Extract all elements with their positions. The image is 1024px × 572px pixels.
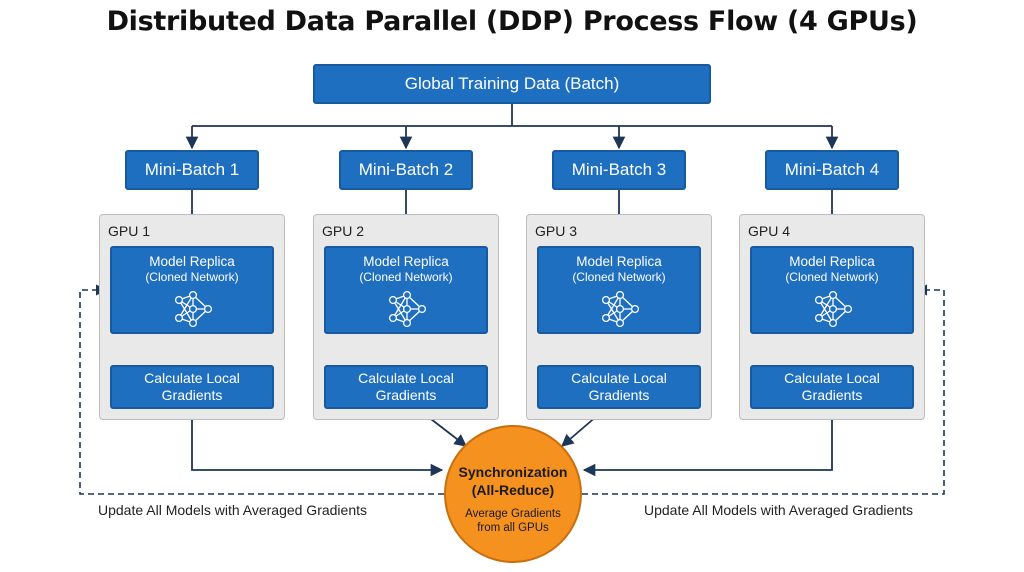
mini-batch-1-box: Mini-Batch 1	[125, 150, 259, 190]
update-loop-left	[79, 284, 444, 495]
calculate-gradients-2-box: Calculate Local Gradients	[324, 365, 488, 409]
gradients-4-line2: Gradients	[801, 387, 863, 403]
model-replica-1-box: Model Replica (Cloned Network)	[110, 246, 274, 334]
mini-batch-2-box: Mini-Batch 2	[339, 150, 473, 190]
model-replica-1-subtitle: (Cloned Network)	[145, 270, 239, 284]
calculate-gradients-3-box: Calculate Local Gradients	[537, 365, 701, 409]
neural-network-icon	[814, 290, 853, 328]
gradients-4-line1: Calculate Local	[784, 370, 880, 386]
update-loop-right	[582, 284, 945, 495]
gradients-2-line1: Calculate Local	[358, 370, 454, 386]
update-models-label-left: Update All Models with Averaged Gradient…	[98, 502, 368, 518]
model-replica-4-box: Model Replica (Cloned Network)	[750, 246, 914, 334]
gradients-3-line2: Gradients	[588, 387, 650, 403]
model-replica-3-subtitle: (Cloned Network)	[572, 270, 666, 284]
gpu-2-label: GPU 2	[322, 223, 365, 239]
model-replica-2-subtitle: (Cloned Network)	[359, 270, 453, 284]
update-models-label-right: Update All Models with Averaged Gradient…	[644, 502, 914, 518]
global-training-data-box: Global Training Data (Batch)	[313, 64, 711, 104]
sync-detail: Average Gradients from all GPUs	[465, 508, 561, 534]
synchronization-all-reduce-node: Synchronization (All-Reduce) Average Gra…	[444, 425, 582, 563]
gpu-4-label: GPU 4	[748, 223, 791, 239]
model-replica-3-box: Model Replica (Cloned Network)	[537, 246, 701, 334]
calculate-gradients-4-box: Calculate Local Gradients	[750, 365, 914, 409]
neural-network-icon	[174, 290, 213, 328]
model-replica-2-box: Model Replica (Cloned Network)	[324, 246, 488, 334]
sync-subtitle: (All-Reduce)	[471, 482, 555, 498]
arrow-grad1-to-sync	[191, 409, 444, 477]
gpu-1-label: GPU 1	[108, 223, 151, 239]
model-replica-2-title: Model Replica	[363, 254, 449, 269]
neural-network-icon	[601, 290, 640, 328]
model-replica-4-subtitle: (Cloned Network)	[785, 270, 879, 284]
calculate-gradients-1-box: Calculate Local Gradients	[110, 365, 274, 409]
gradients-3-line1: Calculate Local	[571, 370, 667, 386]
gradients-1-line1: Calculate Local	[144, 370, 240, 386]
gpu-3-label: GPU 3	[535, 223, 578, 239]
diagram-title: Distributed Data Parallel (DDP) Process …	[106, 6, 918, 37]
gradients-2-line2: Gradients	[375, 387, 437, 403]
model-replica-4-title: Model Replica	[789, 254, 875, 269]
mini-batch-4-box: Mini-Batch 4	[765, 150, 899, 190]
neural-network-icon	[388, 290, 427, 328]
arrow-grad4-to-sync	[582, 409, 833, 477]
model-replica-3-title: Model Replica	[576, 254, 662, 269]
model-replica-1-title: Model Replica	[149, 254, 235, 269]
sync-title: Synchronization	[458, 464, 568, 480]
mini-batch-3-box: Mini-Batch 3	[552, 150, 686, 190]
gradients-1-line2: Gradients	[161, 387, 223, 403]
